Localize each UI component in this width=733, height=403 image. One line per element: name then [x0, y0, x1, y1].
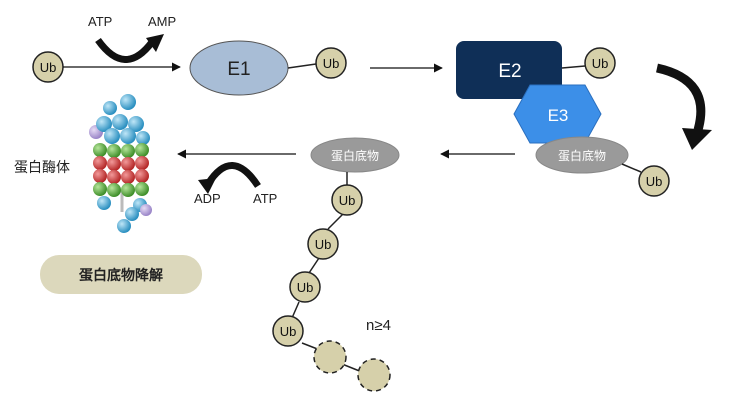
ub-label: Ub	[323, 56, 340, 71]
substrate-label: 蛋白底物	[331, 148, 379, 163]
e3-label: E3	[548, 106, 569, 125]
e3-enzyme: E3	[513, 84, 602, 144]
substrate-bound-ub: Ub	[638, 165, 670, 197]
atp-amp-arrowhead	[146, 34, 164, 52]
ub-label: Ub	[646, 174, 663, 189]
free-ub: Ub	[32, 51, 64, 83]
ub-label: Ub	[297, 280, 314, 295]
atp-amp-curve-arrow	[95, 37, 155, 63]
chain-ub-dashed-2	[357, 358, 391, 392]
chain-ub-2: Ub	[307, 228, 339, 260]
proteasome-label: 蛋白酶体	[14, 160, 70, 176]
atp-top-label: ATP	[88, 14, 112, 29]
e2-bound-ub: Ub	[584, 47, 616, 79]
e1-enzyme: E1	[189, 40, 289, 96]
degradation-label: 蛋白底物降解	[79, 267, 163, 284]
chain-ub-3: Ub	[289, 271, 321, 303]
atp-adp-arrowhead	[198, 178, 216, 194]
atp-bottom-label: ATP	[253, 191, 277, 206]
chain-ub-dashed-1	[313, 340, 347, 374]
right-curve-arrow	[655, 63, 706, 132]
polyub-substrate: 蛋白底物	[310, 137, 400, 173]
e1-bound-ub: Ub	[315, 47, 347, 79]
chain-ub-1: Ub	[331, 184, 363, 216]
substrate-ub-bond	[621, 163, 642, 173]
e2-label: E2	[498, 61, 521, 82]
atp-adp-curve-arrow	[205, 162, 261, 188]
amp-label: AMP	[148, 14, 176, 29]
ub-label: Ub	[280, 324, 297, 339]
substrate-label: 蛋白底物	[558, 148, 606, 163]
ub-chain-links	[291, 172, 363, 373]
e1-label: E1	[227, 59, 250, 80]
right-curve-arrowhead	[682, 128, 712, 150]
ub-label: Ub	[40, 60, 57, 75]
chain-count-label: n≥4	[366, 317, 391, 334]
degradation-box: 蛋白底物降解	[40, 255, 202, 294]
chain-ub-4: Ub	[272, 315, 304, 347]
e1-ub-bond	[287, 63, 317, 69]
ub-label: Ub	[592, 56, 609, 71]
substrate-on-e3: 蛋白底物	[535, 136, 629, 174]
proteasome-icon	[89, 94, 152, 233]
ub-label: Ub	[339, 193, 356, 208]
e2-ub-bond	[561, 65, 586, 69]
adp-label: ADP	[194, 191, 221, 206]
ub-label: Ub	[315, 237, 332, 252]
